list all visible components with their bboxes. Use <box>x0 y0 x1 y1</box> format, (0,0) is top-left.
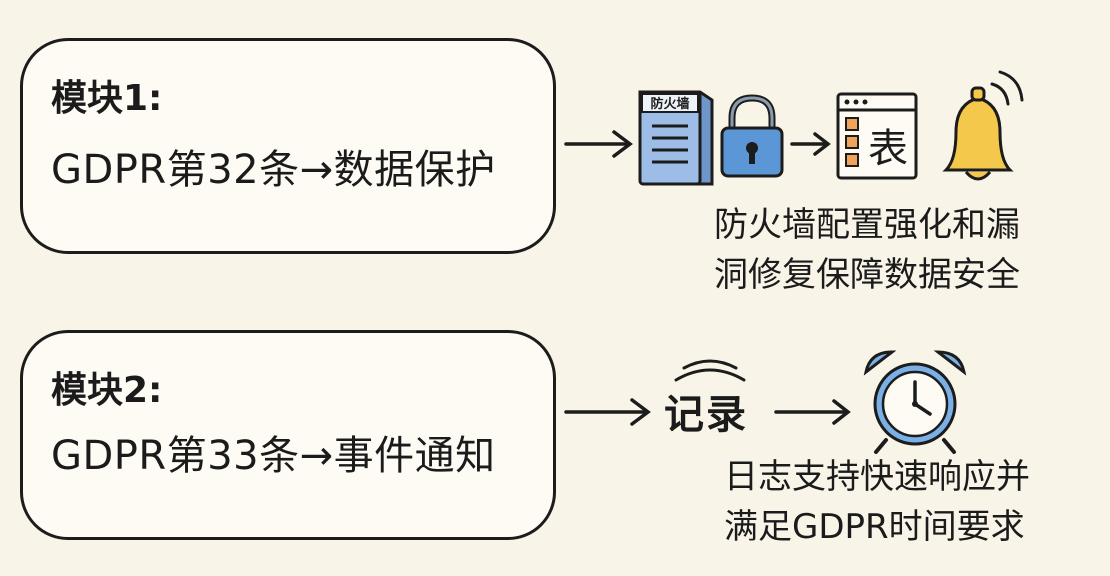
module-2-box: 模块2: GDPR第33条→事件通知 <box>20 330 556 540</box>
module-2-rule: GDPR第33条→事件通知 <box>51 433 496 479</box>
module-1-title: 模块1: <box>51 78 163 119</box>
module-2-title: 模块2: <box>51 370 163 411</box>
bell-alert-icon <box>942 70 1024 181</box>
module-1-box: 模块1: GDPR第32条→数据保护 <box>20 38 556 254</box>
svg-text:表: 表 <box>868 126 908 172</box>
module-1-rule: GDPR第32条→数据保护 <box>51 147 496 193</box>
module-1-caption: 防火墙配置强化和漏 洞修复保障数据安全 <box>714 200 1020 300</box>
arrow-record-clock-icon <box>774 399 851 425</box>
module-2-caption: 日志支持快速响应并 满足GDPR时间要求 <box>724 452 1030 552</box>
padlock-icon <box>720 94 784 178</box>
module-1-caption-line1: 防火墙配置强化和漏 <box>714 205 1020 245</box>
module-2-caption-line2: 满足GDPR时间要求 <box>724 507 1025 547</box>
firewall-server-icon: 防火墙 <box>638 90 714 186</box>
arrow-lock-table-icon <box>790 132 831 156</box>
table-form-icon: 表 <box>836 92 918 180</box>
signal-waves-icon <box>674 359 746 382</box>
firewall-label: 防火墙 <box>650 96 689 112</box>
module-2-caption-line1: 日志支持快速响应并 <box>724 457 1030 497</box>
alarm-clock-icon <box>863 350 967 454</box>
record-label: 记录 <box>664 392 748 438</box>
arrow-module1-icon <box>564 130 633 158</box>
module-1-caption-line2: 洞修复保障数据安全 <box>714 255 1020 295</box>
arrow-module2-icon <box>564 398 651 426</box>
